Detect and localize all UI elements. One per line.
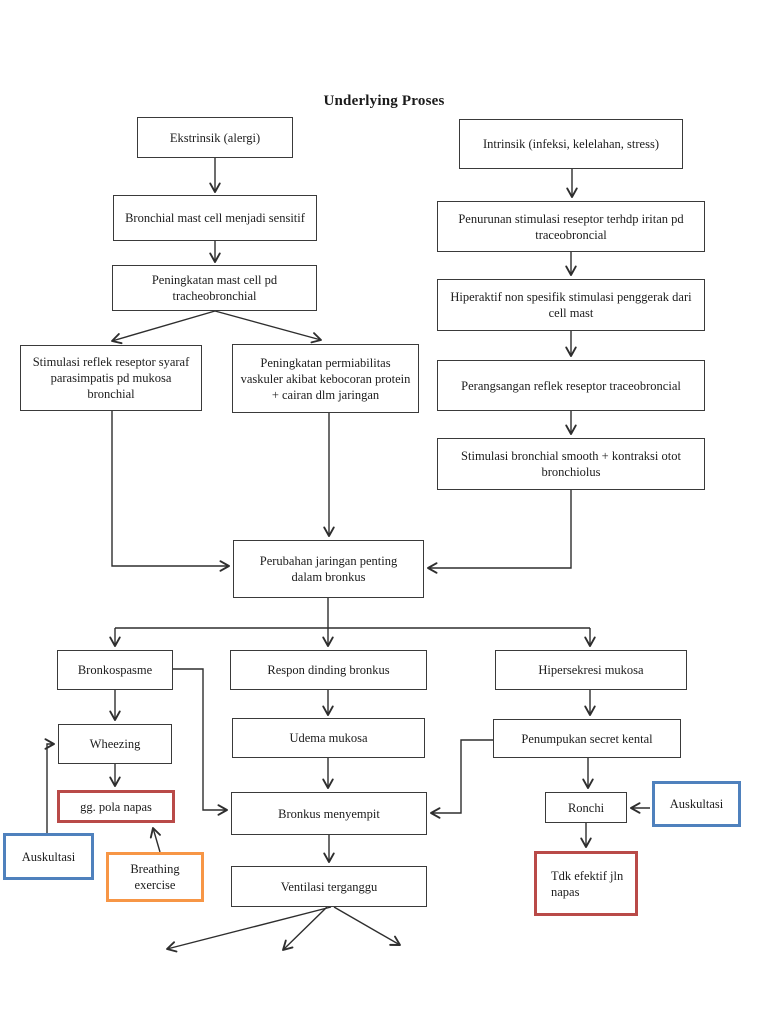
arrow-ventilasi-out-mid [282,906,328,951]
page-title: Underlying Proses [323,93,445,109]
arrow-ventilasi-out-left [166,906,332,953]
node-respon-dinding-bronkus: Respon dinding bronkus [230,650,427,690]
arrow-split-right [214,310,322,344]
arrow-ventilasi-out-right [333,906,401,946]
node-wheezing: Wheezing [58,724,172,764]
node-hiperaktif-nonspesifik: Hiperaktif non spesifik stimulasi pengge… [437,279,705,331]
node-penurunan-stimulasi: Penurunan stimulasi reseptor terhdp irit… [437,201,705,252]
node-penumpukan-secret: Penumpukan secret kental [493,719,681,758]
connector-penumpukan-bronkus [430,739,493,819]
node-hipersekresi-mukosa: Hipersekresi mukosa [495,650,687,690]
node-peningkatan-permiabilitas: Peningkatan permiabilitas vaskuler akiba… [232,344,419,413]
node-bronkus-menyempit: Bronkus menyempit [231,792,427,835]
node-bronkospasme: Bronkospasme [57,650,173,690]
node-peningkatan-mast-cell: Peningkatan mast cell pd tracheobronchia… [112,265,317,311]
node-gg-pola-napas: gg. pola napas [57,790,175,823]
node-ronchi: Ronchi [545,792,627,823]
arrow-breathing-ggpola [149,827,161,853]
node-breathing-exercise: Breathing exercise [106,852,204,902]
node-perangsangan-reflek: Perangsangan reflek reseptor traceobronc… [437,360,705,411]
node-udema-mukosa: Udema mukosa [232,718,425,758]
node-perubahan-jaringan: Perubahan jaringan penting dalam bronkus [233,540,424,598]
connector-stimulasi-perubahan [427,490,572,574]
node-tdk-efektif-jln-napas: Tdk efektif jln napas [534,851,638,916]
node-intrinsik: Intrinsik (infeksi, kelelahan, stress) [459,119,683,169]
connector-bronkospasme-bronkus [173,668,228,816]
node-bronchial-mast-cell: Bronchial mast cell menjadi sensitif [113,195,317,241]
node-stimulasi-bronchial-smooth: Stimulasi bronchial smooth + kontraksi o… [437,438,705,490]
connector-reflek-perubahan [111,411,230,572]
arrow-split-left [111,310,216,345]
node-stimulasi-reflek-reseptor: Stimulasi reflek reseptor syaraf parasim… [20,345,202,411]
node-auskultasi-left: Auskultasi [3,833,94,880]
connector-auskultasi-wheezing [44,738,55,833]
node-auskultasi-right: Auskultasi [652,781,741,827]
node-ekstrinsik: Ekstrinsik (alergi) [137,117,293,158]
node-ventilasi-terganggu: Ventilasi terganggu [231,866,427,907]
